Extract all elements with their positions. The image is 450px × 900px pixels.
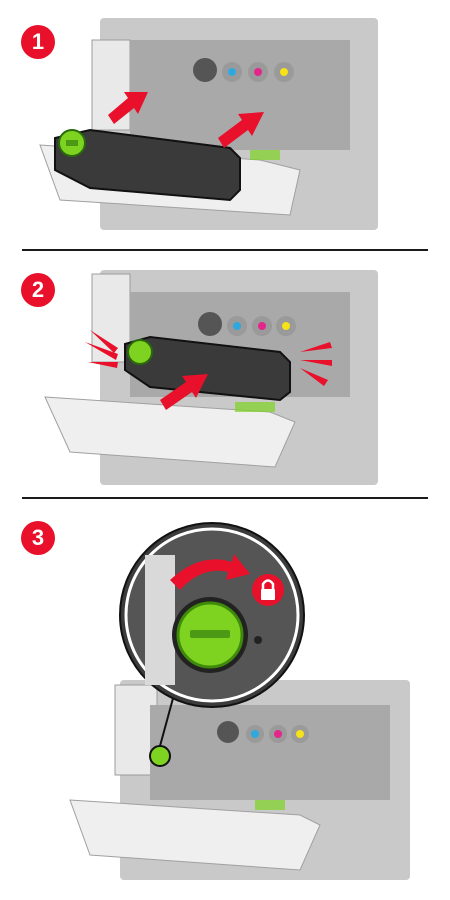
step-1-panel: 1 (0, 0, 450, 245)
step-3-panel: 3 (0, 500, 450, 900)
step-3-illustration (69, 522, 410, 880)
step-1-badge: 1 (21, 25, 55, 59)
click-sound-icon (85, 330, 332, 386)
step-1-illustration (39, 18, 378, 230)
lock-icon (252, 574, 284, 606)
zoom-callout-icon (119, 522, 305, 708)
divider-1 (22, 249, 428, 251)
waste-toner-bottle-icon (54, 128, 241, 202)
push-arrow-icon (160, 374, 208, 410)
step-2-panel: 2 (0, 252, 450, 492)
step-2-badge: 2 (21, 273, 55, 307)
insert-arrow-icon (108, 92, 264, 148)
rotate-arrow-icon (170, 554, 250, 590)
step-2-illustration (44, 270, 378, 485)
step-3-badge: 3 (21, 521, 55, 555)
divider-2 (22, 497, 428, 499)
